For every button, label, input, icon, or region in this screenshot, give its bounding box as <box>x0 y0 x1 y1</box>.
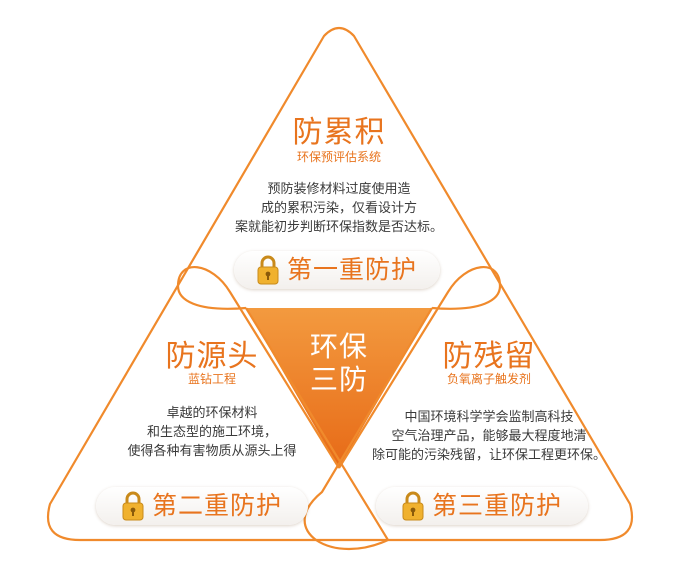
left-badge: 第二重防护 <box>96 487 308 525</box>
left-badge-label: 第二重防护 <box>151 491 282 520</box>
left-description: 卓越的环保材料 和生态型的施工环境， 使得各种有害物质从源头上得 <box>127 406 297 459</box>
left-title: 防源头 <box>165 339 259 374</box>
outer-triangle-outline <box>46 26 634 542</box>
right-title: 防残留 <box>442 339 536 374</box>
padlock-icon <box>402 491 424 521</box>
padlock-icon <box>122 491 144 521</box>
left-loop-outline <box>176 266 340 469</box>
center-triangle <box>246 308 432 468</box>
right-loop-outline <box>338 266 502 469</box>
center-label-line1: 环保 <box>309 330 368 363</box>
right-badge-label: 第三重防护 <box>431 491 562 520</box>
top-badge: 第一重防护 <box>234 251 440 289</box>
left-subtitle: 蓝钻工程 <box>187 372 236 386</box>
top-description: 预防装修材料过度使用造 成的累积污染，仅看设计方 案就能初步判断环保指数是否达标… <box>234 182 443 235</box>
right-description: 中国环境科学学会监制高科技 空气治理产品，能够最大程度地清 除可能的污染残留，让… <box>371 410 606 463</box>
right-subtitle: 负氧离子触发剂 <box>446 372 531 386</box>
top-badge-label: 第一重防护 <box>286 255 417 284</box>
padlock-icon <box>257 255 279 285</box>
top-title: 防累积 <box>292 115 386 150</box>
bottom-loop-outline <box>245 307 433 550</box>
top-subtitle: 环保预评估系统 <box>296 150 381 164</box>
center-label-line2: 三防 <box>309 363 368 396</box>
right-badge: 第三重防护 <box>376 487 588 525</box>
